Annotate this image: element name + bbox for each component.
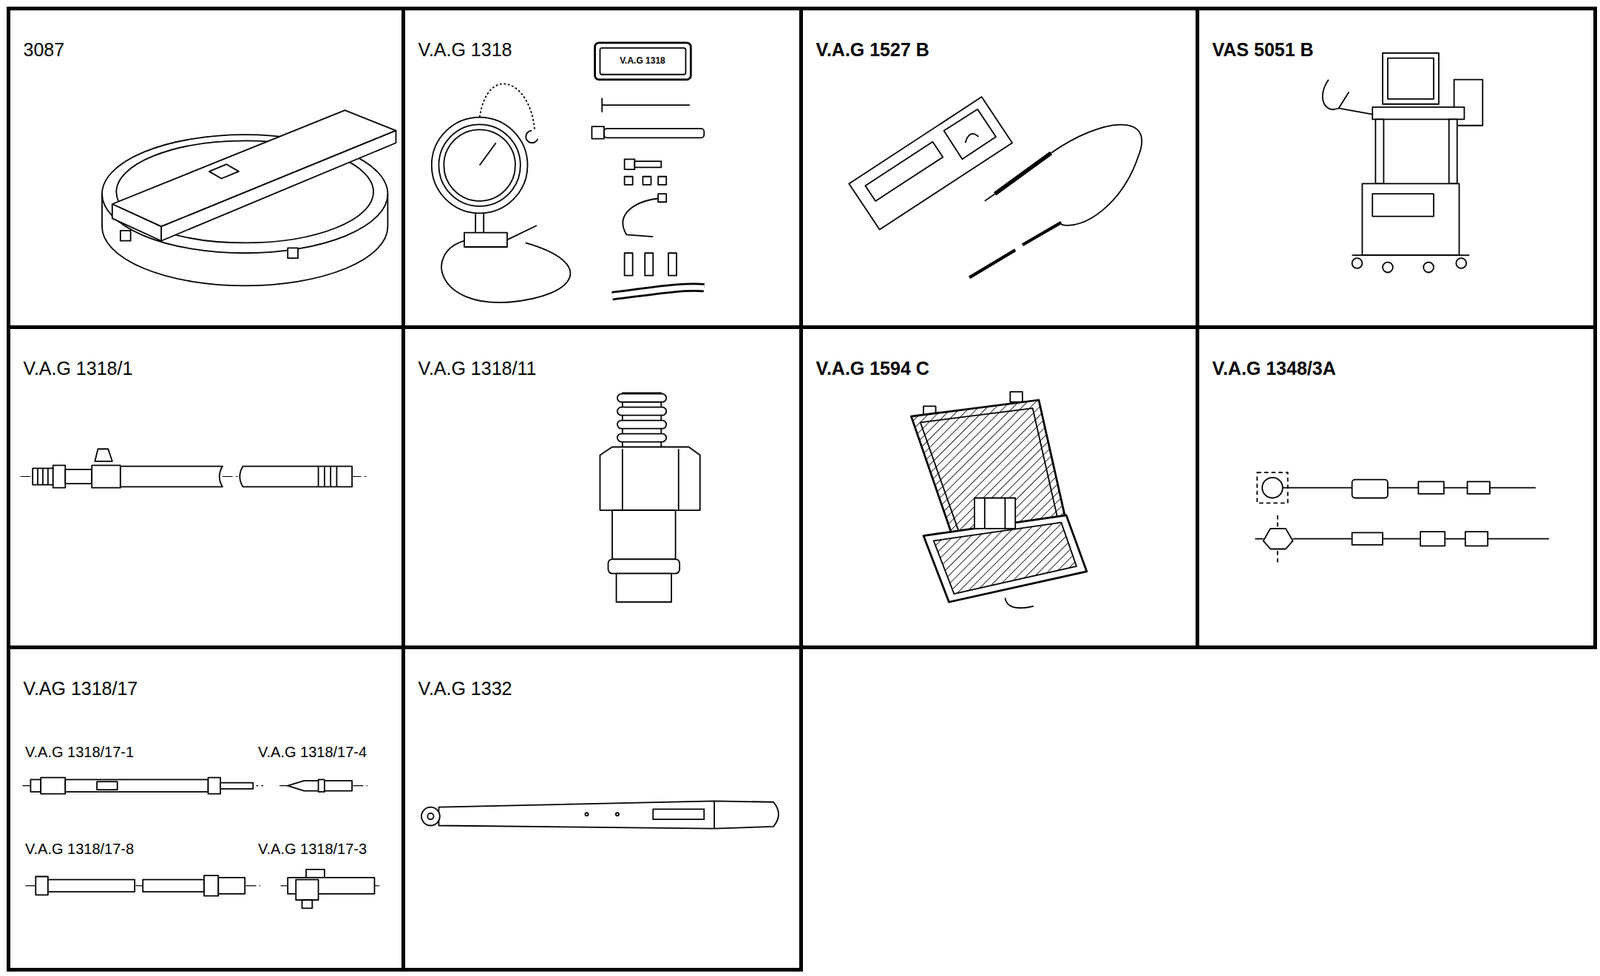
voltage-tester: [848, 96, 1142, 278]
tool-cell: 3087: [6, 6, 406, 330]
part-number: V.A.G 1318/17-4: [258, 743, 367, 761]
tool-number: V.AG 1318/17: [23, 675, 402, 701]
tool-cell: V.A.G 1318/1: [6, 325, 406, 650]
tool-number: V.A.G 1594 C: [816, 355, 1196, 381]
tool-number: 3087: [23, 36, 402, 63]
tool-number: V.A.G 1318/1: [23, 355, 402, 381]
tool-number: V.A.G 1527 B: [816, 36, 1196, 63]
pressure-gauge-kit: [431, 42, 704, 303]
ring-wrench: [102, 110, 396, 286]
tool-cell: V.A.G 1332: [401, 645, 803, 972]
tool-cell: V.A.G 1594 C: [799, 325, 1200, 650]
tool-cell: V.A.G 1318: [401, 6, 803, 330]
case-label: V.A.G 1318: [619, 56, 666, 67]
tool-cell: V.A.G 1527 B: [799, 6, 1200, 330]
adapter-set: [22, 777, 380, 909]
adapter-fitting: [599, 392, 700, 602]
tool-cell: V.AG 1318/17: [6, 645, 406, 972]
part-number: V.A.G 1318/17-1: [25, 743, 134, 761]
torque-wrench: [421, 800, 779, 829]
tool-number: V.A.G 1318/11: [418, 355, 800, 381]
part-number: V.A.G 1318/17-3: [258, 840, 367, 858]
pressure-hose: [20, 448, 370, 488]
part-number: V.A.G 1318/17-8: [25, 840, 134, 858]
tool-number: V.A.G 1348/3A: [1212, 355, 1594, 381]
diagnosis-cart: [1322, 53, 1483, 273]
adapter-case: [910, 391, 1087, 608]
test-cables: [1255, 472, 1549, 564]
tool-cell: VAS 5051 B: [1195, 6, 1598, 330]
tool-number: V.A.G 1318: [418, 36, 800, 63]
tool-cell: V.A.G 1348/3A: [1195, 325, 1598, 650]
tool-number: VAS 5051 B: [1212, 36, 1594, 63]
tool-cell: V.A.G 1318/11: [401, 325, 803, 650]
tool-number: V.A.G 1332: [418, 675, 800, 701]
